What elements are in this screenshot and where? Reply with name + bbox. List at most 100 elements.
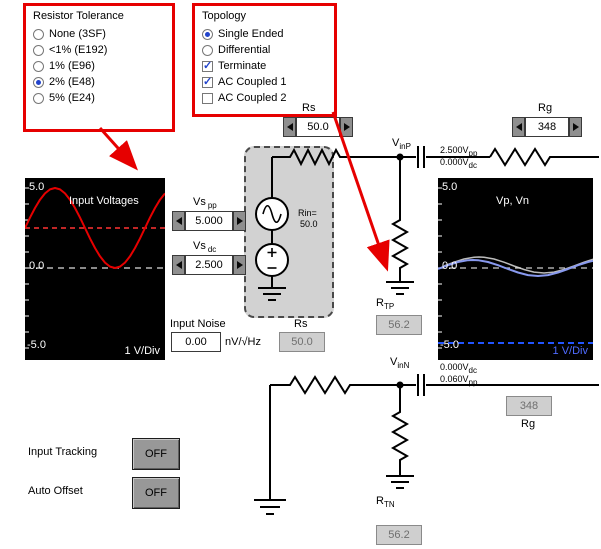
checkbox-icon (202, 75, 213, 88)
radio-icon (202, 44, 213, 56)
rtp-resistor (390, 160, 410, 282)
checkbox-terminate[interactable]: Terminate (202, 58, 334, 74)
rtp-value: 56.2 (376, 315, 422, 335)
rs-increment-button[interactable] (340, 117, 353, 137)
radio-label: None (3SF) (49, 28, 106, 40)
auto-offset-toggle[interactable]: OFF (132, 477, 180, 509)
value: 0.060V (440, 374, 469, 384)
rg-series-resistor-p (489, 147, 599, 167)
left-arrow-icon (515, 123, 522, 131)
rs-source-label: Rs (294, 318, 308, 330)
vs-dc-value[interactable]: 2.500 (185, 255, 233, 275)
rtp-label: RTP (376, 297, 394, 311)
rg-top-label: Rg (538, 102, 553, 114)
input-tracking-label: Input Tracking (28, 446, 98, 458)
right-arrow-icon (343, 123, 350, 131)
rg-stepper: 348 (512, 117, 582, 137)
y-axis-mid: 0.0 (29, 260, 45, 272)
vp-vn-scope: 5.0 Vp, Vn 0.0 -5.0 1 V/Div (438, 178, 593, 360)
vinn-node-dot (396, 381, 404, 389)
vinp-node-dot (396, 153, 404, 161)
vs-dc-decrement-button[interactable] (172, 255, 185, 275)
vs-dc-stepper: 2.500 (172, 255, 246, 275)
radio-label: <1% (E192) (49, 44, 108, 56)
checkbox-ac-coupled-1[interactable]: AC Coupled 1 (202, 74, 334, 90)
n-coupling-vpp: 0.060Vpp (440, 374, 477, 387)
input-noise-units: nV/√Hz (225, 336, 261, 348)
vs-pp-label-sub: pp (207, 201, 217, 210)
rtn-sub: TN (383, 500, 395, 509)
left-arrow-icon (286, 123, 293, 131)
unit-sub: pp (468, 149, 478, 158)
y-axis-max: 5.0 (29, 181, 45, 193)
radio-icon (33, 28, 44, 40)
vs-dc-label-sub: dc (207, 245, 217, 254)
rs-decrement-button[interactable] (283, 117, 296, 137)
ac-coupling-cap-p-icon (417, 146, 425, 168)
radio-icon (33, 92, 44, 104)
radio-5pct-e24[interactable]: 5% (E24) (33, 90, 172, 106)
ac-coupling-cap-n-icon (417, 374, 425, 396)
axis-ticks (438, 187, 443, 349)
rg-bottom-label: Rg (521, 418, 536, 430)
radio-1pct-e96[interactable]: 1% (E96) (33, 58, 172, 74)
topology-title: Topology (202, 10, 247, 22)
rin-value: 50.0 (300, 219, 318, 229)
left-arrow-icon (175, 261, 182, 269)
tolerance-callout-arrow (98, 126, 139, 171)
radio-differential[interactable]: Differential (202, 42, 334, 58)
rtn-label: RTN (376, 495, 395, 509)
vinn-node-label: VinN (390, 356, 409, 370)
vs-pp-label-main: Vs (193, 196, 206, 208)
rg-decrement-button[interactable] (512, 117, 525, 137)
topology-group: Topology Single Ended Differential Termi… (192, 3, 337, 117)
radio-none-3sf[interactable]: None (3SF) (33, 26, 172, 42)
checkbox-ac-coupled-2[interactable]: AC Coupled 2 (202, 90, 334, 106)
vs-pp-stepper: 5.000 (172, 211, 246, 231)
p-coupling-vpp: 2.500Vpp (440, 145, 477, 158)
unit-sub: dc (468, 366, 477, 375)
vn-trace (443, 256, 593, 274)
input-noise-field[interactable]: 0.00 (171, 332, 221, 352)
y-axis-mid: 0.0 (442, 260, 458, 272)
rs-top-label: Rs (302, 102, 316, 114)
rin-label: Rin= (298, 208, 317, 218)
value: 0.000V (440, 362, 469, 372)
node-dots (396, 153, 404, 389)
rs-value[interactable]: 50.0 (296, 117, 340, 137)
vs-pp-decrement-button[interactable] (172, 211, 185, 231)
source-block: Rin= 50.0 (244, 146, 334, 318)
vinp-sub: inP (399, 142, 411, 151)
rtp-main: R (376, 297, 384, 309)
right-arrow-icon (572, 123, 579, 131)
value: 0.000V (440, 157, 469, 167)
vinp-main: V (392, 137, 400, 149)
input-tracking-toggle[interactable]: OFF (132, 438, 180, 470)
checkbox-icon (202, 59, 213, 72)
rs-series-resistor-n (270, 375, 416, 395)
input-voltages-scope: 5.0 Input Voltages 0.0 -5.0 1 V/Div (25, 178, 165, 360)
right-arrow-icon (236, 261, 243, 269)
vs-pp-increment-button[interactable] (233, 211, 246, 231)
radio-lt1pct-e192[interactable]: <1% (E192) (33, 42, 172, 58)
rg-increment-button[interactable] (569, 117, 582, 137)
rg-bottom-value: 348 (506, 396, 552, 416)
vs-pp-value[interactable]: 5.000 (185, 211, 233, 231)
input-noise-label: Input Noise (170, 318, 226, 330)
right-arrow-icon (236, 217, 243, 225)
checkbox-icon (202, 92, 213, 104)
left-arrow-icon (175, 217, 182, 225)
radio-2pct-e48[interactable]: 2% (E48) (33, 74, 172, 90)
rtn-value: 56.2 (376, 525, 422, 545)
vinp-node-label: VinP (392, 137, 411, 151)
radio-icon (33, 44, 44, 56)
radio-icon (33, 76, 44, 88)
y-axis-min: -5.0 (27, 339, 46, 351)
input-sine-trace (25, 187, 165, 269)
scope-title: Input Voltages (69, 195, 139, 207)
radio-single-ended[interactable]: Single Ended (202, 26, 334, 42)
vs-dc-increment-button[interactable] (233, 255, 246, 275)
vp-vn-plot (438, 187, 593, 349)
rg-value[interactable]: 348 (525, 117, 569, 137)
radio-icon (33, 60, 44, 72)
